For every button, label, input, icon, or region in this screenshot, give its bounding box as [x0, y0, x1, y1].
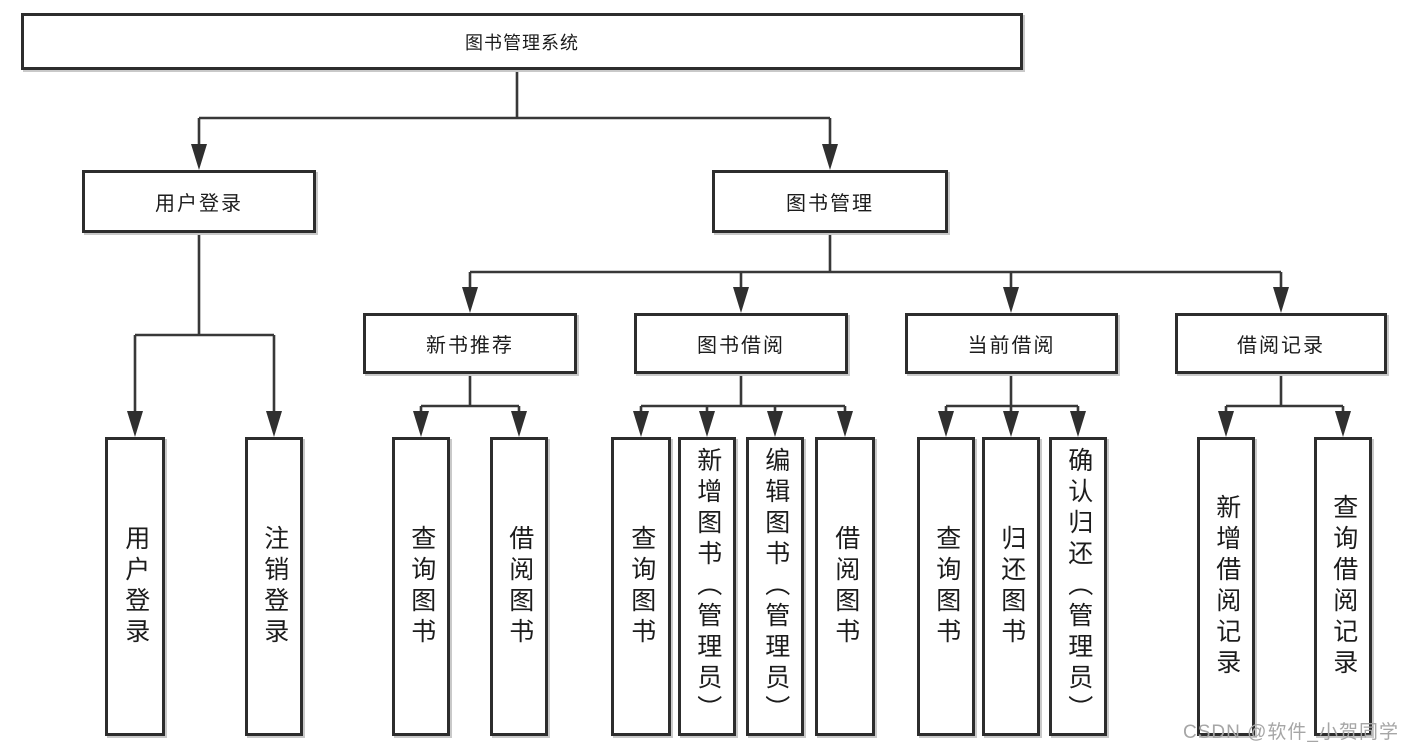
leaf-user-login: 用户登录 [105, 437, 165, 736]
node-label: 查询图书 [407, 524, 436, 649]
leaf-query-books-borrow: 查询图书 [611, 437, 671, 736]
node-label: 图书借阅 [697, 335, 785, 357]
node-label: 新书推荐 [426, 335, 514, 357]
node-label: 确认归还（管理员） [1064, 447, 1093, 726]
node-user-login: 用户登录 [82, 170, 316, 233]
node-label: 查询借阅记录 [1329, 493, 1358, 680]
node-label: 注销登录 [260, 524, 289, 649]
leaf-edit-books-admin: 编辑图书（管理员） [746, 437, 804, 736]
node-new-book-recommendation: 新书推荐 [363, 313, 577, 374]
node-label: 查询图书 [932, 524, 961, 649]
node-label: 新增图书（管理员） [693, 447, 722, 726]
leaf-borrow-books-recommend: 借阅图书 [490, 437, 548, 736]
node-book-borrowing: 图书借阅 [634, 313, 848, 374]
leaf-add-books-admin: 新增图书（管理员） [678, 437, 736, 736]
node-label: 新增借阅记录 [1212, 493, 1241, 680]
leaf-borrow-books: 借阅图书 [815, 437, 875, 736]
node-label: 图书管理系统 [465, 32, 579, 53]
node-label: 用户登录 [155, 193, 243, 215]
node-label: 编辑图书（管理员） [761, 447, 790, 726]
node-label: 当前借阅 [967, 335, 1056, 357]
leaf-return-books: 归还图书 [982, 437, 1040, 736]
node-label: 图书管理 [786, 193, 874, 215]
csdn-watermark: CSDN @软件_小贺同学 [1183, 722, 1399, 743]
leaf-query-books-current: 查询图书 [917, 437, 975, 736]
node-label: 借阅图书 [831, 524, 860, 649]
node-borrowing-records: 借阅记录 [1175, 313, 1387, 374]
node-label: 查询图书 [627, 524, 656, 649]
node-book-management: 图书管理 [712, 170, 948, 233]
leaf-query-borrow-record: 查询借阅记录 [1314, 437, 1372, 736]
leaf-add-borrow-record: 新增借阅记录 [1197, 437, 1255, 736]
node-label: 归还图书 [997, 524, 1026, 649]
node-label: 借阅记录 [1237, 335, 1325, 357]
node-label: 借阅图书 [505, 524, 534, 649]
node-current-borrowing: 当前借阅 [905, 313, 1118, 374]
leaf-logout: 注销登录 [245, 437, 303, 736]
node-label: 用户登录 [121, 524, 150, 649]
node-library-management-system: 图书管理系统 [21, 13, 1023, 70]
leaf-confirm-return-admin: 确认归还（管理员） [1049, 437, 1107, 736]
leaf-query-books-recommend: 查询图书 [392, 437, 450, 736]
